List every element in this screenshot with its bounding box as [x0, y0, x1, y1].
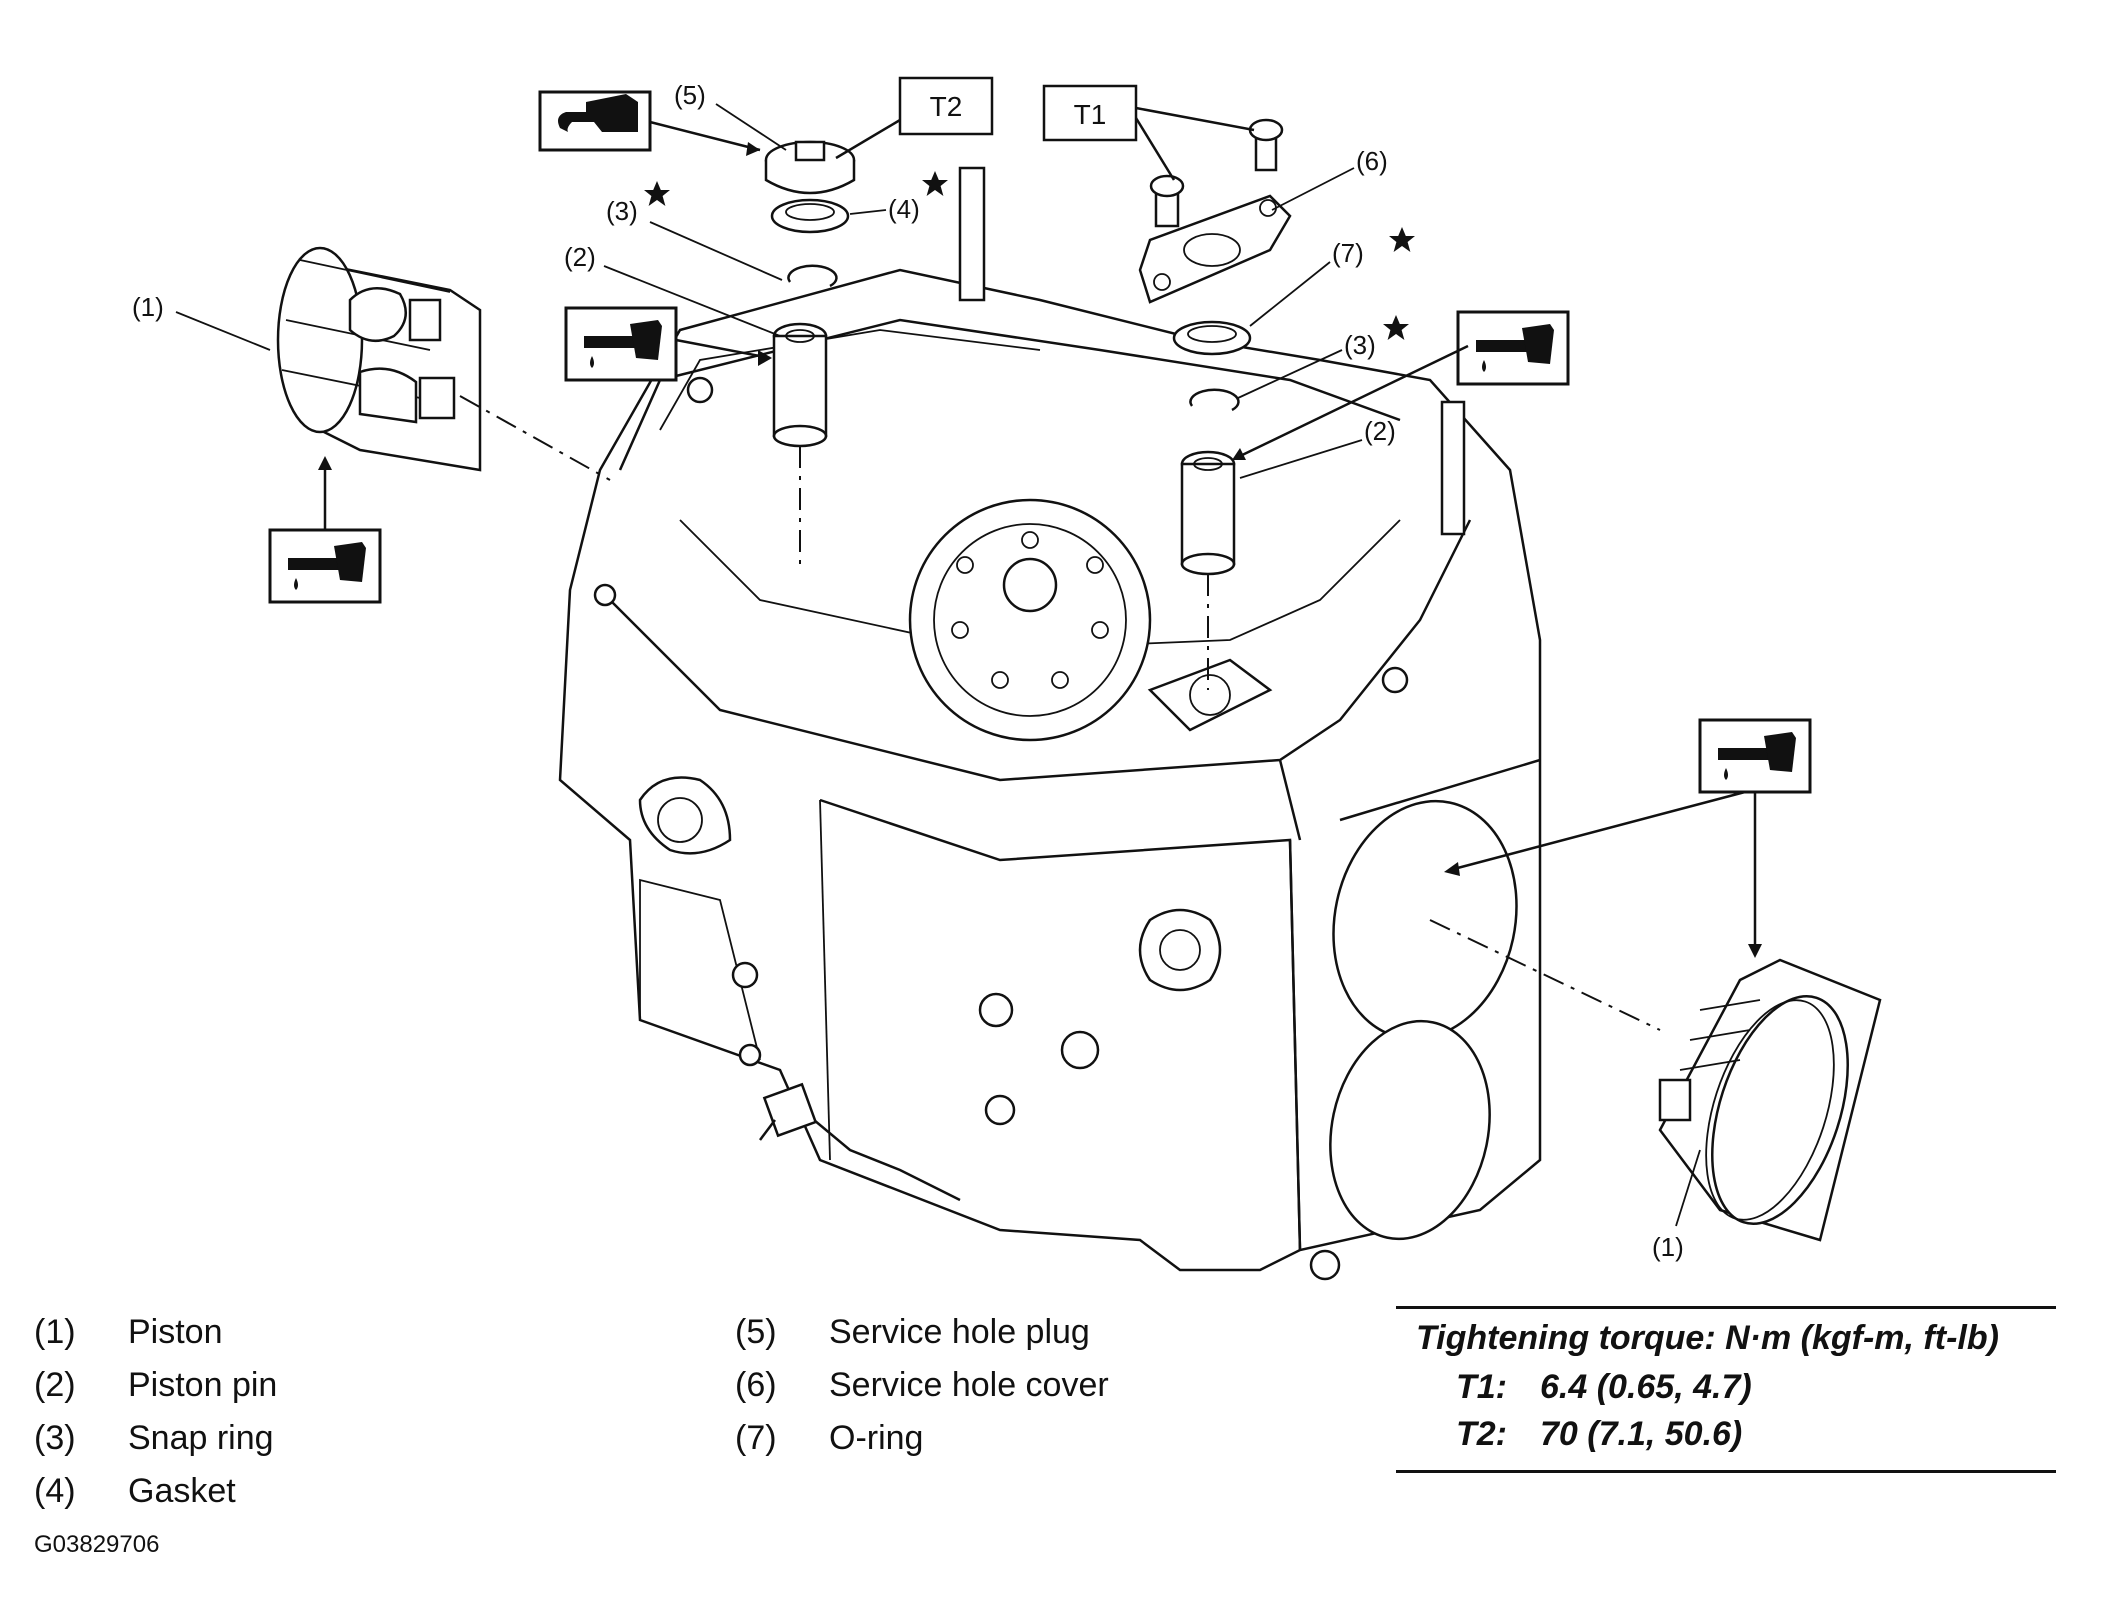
oil-can-icon [538, 90, 761, 156]
legend-label: Snap ring [128, 1419, 274, 1457]
replace-part-star-icon [1383, 315, 1409, 340]
svg-text:(6): (6) [1356, 146, 1388, 176]
callout-pin-right: (2) [1239, 416, 1396, 479]
legend-item: (3) Snap ring [34, 1412, 277, 1465]
replace-part-star-icon [1389, 227, 1415, 252]
oil-application-icon [268, 456, 382, 604]
right-piston-pin-stack [1138, 118, 1292, 690]
oil-application-icon [564, 306, 772, 382]
replace-part-star-icon [922, 171, 948, 196]
torque-box-t2: T2 [835, 76, 994, 160]
callout-gasket: (4) [849, 171, 948, 224]
callout-piston-left: (1) [132, 292, 271, 351]
right-piston [1429, 919, 1882, 1242]
callout-cover: (6) [1271, 146, 1388, 211]
svg-text:(2): (2) [564, 242, 596, 272]
torque-row: T1: 6.4 (0.65, 4.7) [1456, 1368, 1752, 1406]
legend-label: Service hole plug [829, 1313, 1090, 1351]
torque-value: 6.4 (0.65, 4.7) [1540, 1368, 1752, 1406]
legend-label: Piston pin [128, 1366, 278, 1404]
oil-application-icon [1232, 310, 1570, 460]
tightening-torque-table: Tightening torque: N·m (kgf-m, ft-lb) T1… [1396, 1306, 2056, 1473]
torque-box-t1: T1 [1042, 84, 1255, 181]
parts-legend-middle: (5) Service hole plug (6) Service hole c… [735, 1306, 1109, 1465]
figure-code: G03829706 [34, 1531, 160, 1558]
torque-value: 70 (7.1, 50.6) [1540, 1415, 1743, 1453]
callout-pin-left: (2) [564, 242, 781, 337]
torque-title: Tightening torque: N·m (kgf-m, ft-lb) [1416, 1319, 1999, 1357]
callout-plug: (5) [674, 80, 787, 151]
svg-text:(3): (3) [606, 196, 638, 226]
crankcase-block [558, 268, 1542, 1281]
legend-label: Service hole cover [829, 1366, 1109, 1404]
callout-oring: (7) [1249, 227, 1415, 327]
legend-item: (2) Piston pin [34, 1359, 277, 1412]
svg-text:(5): (5) [674, 80, 706, 110]
svg-text:(4): (4) [888, 194, 920, 224]
table-bottom-rule [1396, 1470, 2056, 1473]
legend-item: (5) Service hole plug [735, 1306, 1109, 1359]
legend-label: O-ring [829, 1419, 924, 1457]
svg-text:(1): (1) [132, 292, 164, 322]
svg-text:(2): (2) [1364, 416, 1396, 446]
replace-part-star-icon [644, 181, 670, 206]
legend-item: (6) Service hole cover [735, 1359, 1109, 1412]
legend-item: (1) Piston [34, 1306, 277, 1359]
svg-text:T2: T2 [930, 91, 963, 122]
legend-label: Gasket [128, 1472, 236, 1510]
svg-text:(1): (1) [1652, 1232, 1684, 1262]
callout-snap-left: (3) [606, 181, 783, 281]
torque-row: T2: 70 (7.1, 50.6) [1456, 1415, 1743, 1453]
legend-item: (4) Gasket [34, 1465, 277, 1518]
guide-rods [958, 166, 1466, 536]
svg-text:T1: T1 [1074, 99, 1107, 130]
table-top-rule [1396, 1306, 2056, 1309]
svg-text:(3): (3) [1344, 330, 1376, 360]
left-piston-pin-stack [764, 140, 856, 570]
parts-legend-left: (1) Piston (2) Piston pin (3) Snap ring … [34, 1306, 277, 1518]
oil-application-icon [1444, 718, 1812, 958]
legend-label: Piston [128, 1313, 223, 1351]
left-piston [276, 246, 611, 481]
callout-snap-right: (3) [1237, 315, 1409, 399]
callout-piston-right: (1) [1652, 1149, 1701, 1262]
legend-item: (7) O-ring [735, 1412, 1109, 1465]
svg-text:(7): (7) [1332, 238, 1364, 268]
